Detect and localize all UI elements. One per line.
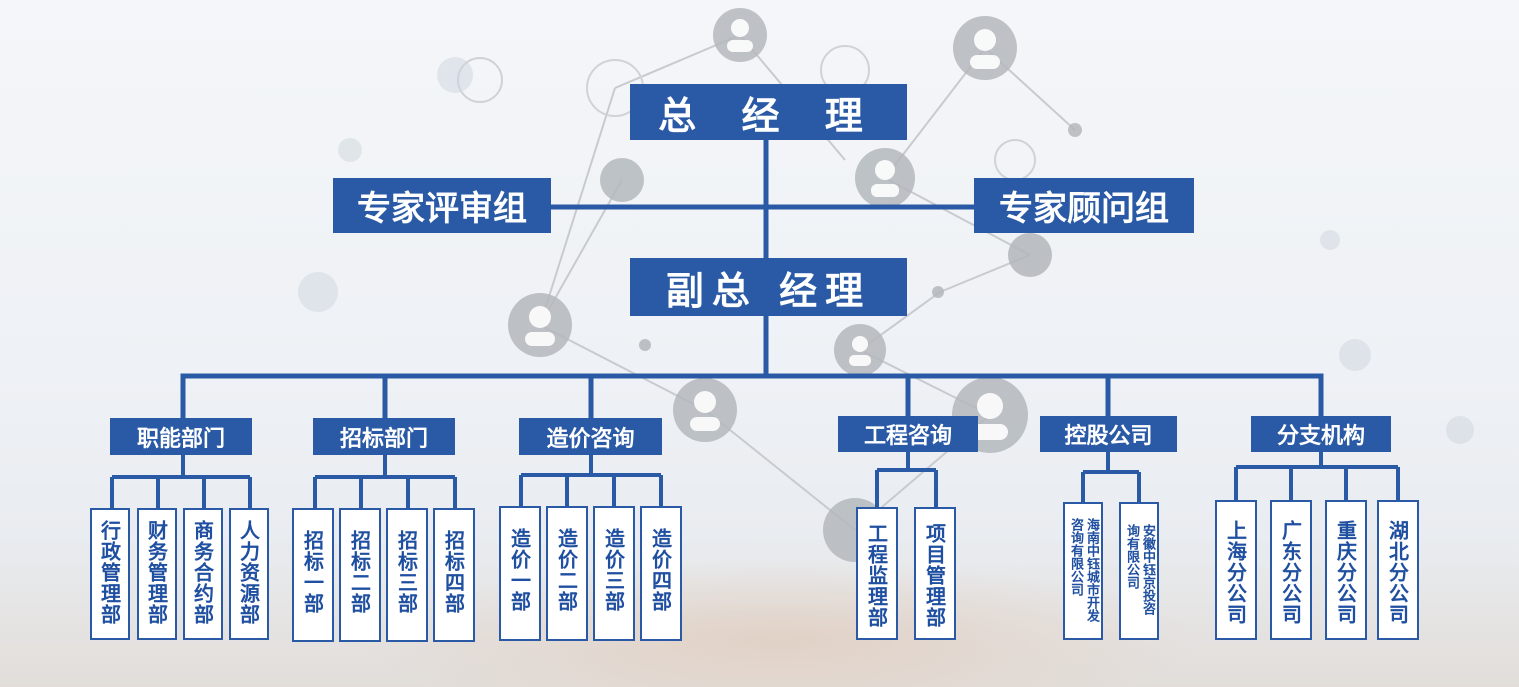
leaf-label: 造价三部: [601, 528, 626, 612]
leaf-finance-management: 财务管理部: [137, 508, 177, 640]
leaf-label: 上海分公司: [1223, 520, 1248, 625]
leaf-guangdong-branch: 广东分公司: [1270, 500, 1312, 640]
leaf-label: 湖北分公司: [1385, 520, 1410, 625]
leaf-bidding-2: 招标二部: [339, 508, 381, 642]
dept-holding-company: 控股公司: [1040, 416, 1177, 452]
leaf-label: 人力资源部: [236, 520, 261, 625]
leaf-bidding-3: 招标三部: [386, 508, 428, 642]
expert-advisory-group-box: 专家顾问组: [974, 178, 1194, 233]
leaf-label: 工程监理部: [864, 523, 889, 628]
leaf-cost-2: 造价二部: [546, 506, 588, 641]
leaf-human-resources: 人力资源部: [229, 508, 269, 640]
leaf-label: 财务管理部: [144, 520, 169, 625]
leaf-cost-1: 造价一部: [499, 506, 541, 641]
leaf-bidding-4: 招标四部: [433, 508, 475, 642]
leaf-shanghai-branch: 上海分公司: [1215, 500, 1257, 640]
leaf-commercial-contracts: 商务合约部: [183, 508, 223, 640]
leaf-label: 招标三部: [394, 530, 419, 614]
leaf-cost-3: 造价三部: [593, 506, 635, 641]
leaf-project-management: 项目管理部: [914, 507, 956, 640]
leaf-anhui-zhongyu: 安徽中钰京投咨询有限公司: [1119, 502, 1159, 640]
expert-review-group-box: 专家评审组: [333, 178, 551, 233]
leaf-label: 招标二部: [347, 530, 372, 614]
leaf-admin-management: 行政管理部: [90, 508, 130, 640]
deputy-general-manager-box: 副总 经理: [630, 258, 907, 316]
leaf-engineering-supervision: 工程监理部: [856, 507, 898, 640]
general-manager-box: 总 经 理: [630, 84, 907, 140]
leaf-label: 安徽中钰京投咨询有限公司: [1124, 524, 1155, 615]
leaf-label: 海南中钰城市开发咨询有限公司: [1068, 518, 1099, 622]
dept-functional: 职能部门: [110, 418, 252, 455]
leaf-cost-4: 造价四部: [640, 506, 682, 641]
leaf-label: 招标四部: [441, 530, 466, 614]
leaf-bidding-1: 招标一部: [292, 508, 334, 642]
leaf-label: 造价二部: [554, 528, 579, 612]
leaf-label: 商务合约部: [190, 520, 215, 625]
dept-engineering-consulting: 工程咨询: [838, 416, 978, 452]
leaf-hainan-zhongyu: 海南中钰城市开发咨询有限公司: [1063, 502, 1103, 640]
leaf-hubei-branch: 湖北分公司: [1377, 500, 1419, 640]
dept-cost-consulting: 造价咨询: [519, 418, 662, 455]
leaf-label: 造价一部: [507, 528, 532, 612]
leaf-label: 造价四部: [648, 528, 673, 612]
leaf-label: 行政管理部: [97, 520, 122, 625]
dept-bidding: 招标部门: [313, 418, 455, 455]
leaf-label: 招标一部: [300, 530, 325, 614]
leaf-label: 广东分公司: [1278, 520, 1303, 625]
leaf-label: 重庆分公司: [1333, 520, 1358, 625]
leaf-chongqing-branch: 重庆分公司: [1325, 500, 1367, 640]
dept-branch-offices: 分支机构: [1251, 416, 1391, 452]
leaf-label: 项目管理部: [922, 523, 947, 628]
